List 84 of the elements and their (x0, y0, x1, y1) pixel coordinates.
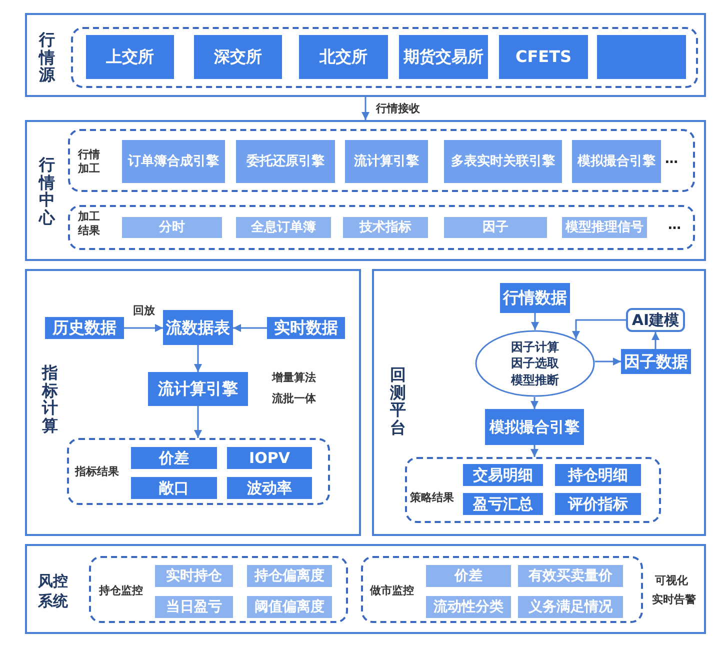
section-title: 行情源 (39, 31, 55, 84)
process-ellipse (475, 330, 595, 397)
source-box: CFETS (499, 35, 588, 79)
group-label: 行情加工 (78, 148, 100, 177)
dashed-group (68, 205, 695, 250)
result-box: 交易明细 (463, 464, 543, 486)
result-box: 模型推理信号 (562, 217, 647, 238)
ellipse-text: 因子计算 (511, 339, 559, 356)
arrow (531, 313, 539, 330)
source-box: 深交所 (194, 35, 282, 79)
arrow (194, 345, 202, 372)
section-title: 风控系统 (38, 572, 68, 611)
group-label: 持仓监控 (99, 583, 143, 599)
monitor-box: 义务满足情况 (518, 596, 623, 618)
monitor-box: 阈值偏离度 (247, 596, 332, 618)
process-box: 因子数据 (621, 349, 691, 374)
result-box: 价差 (131, 447, 217, 469)
ellipsis-text: … (665, 151, 678, 169)
result-box: 分时 (122, 217, 222, 238)
engine-box: 模拟撮合引擎 (572, 140, 661, 183)
dashed-group (67, 438, 330, 505)
section-panel (25, 120, 706, 261)
section-panel (25, 544, 706, 634)
result-box: 持仓明细 (555, 464, 641, 486)
monitor-box: 价差 (426, 565, 511, 587)
dashed-group (71, 27, 698, 88)
side-note: 流批一体 (272, 391, 316, 407)
monitor-box: 流动性分类 (426, 596, 511, 618)
result-box: 波动率 (227, 477, 312, 499)
result-box: 因子 (444, 217, 547, 238)
arrow (362, 97, 370, 120)
result-box: 技术指标 (343, 217, 428, 238)
source-box: 期货交易所 (399, 35, 488, 79)
process-box: 流计算引擎 (148, 372, 248, 406)
monitor-box: 实时持仓 (155, 565, 233, 587)
section-title: 指标计算 (42, 364, 58, 434)
ellipsis-text: … (668, 217, 681, 235)
result-box: 评价指标 (555, 493, 641, 515)
result-box: 全息订单簿 (236, 217, 331, 238)
arrow (530, 397, 538, 409)
source-box (597, 35, 686, 79)
process-box: 模拟撮合引擎 (485, 409, 584, 445)
arrow (530, 445, 538, 457)
result-box: 敞口 (131, 477, 217, 499)
dashed-group (361, 556, 643, 623)
engine-box: 订单簿合成引擎 (122, 140, 225, 183)
arrow (572, 319, 626, 340)
result-box: 盈亏汇总 (463, 493, 543, 515)
dashed-group (89, 556, 348, 623)
section-panel (25, 269, 361, 536)
section-title: 行情中心 (39, 156, 55, 226)
group-label: 加工结果 (78, 210, 100, 239)
section-panel (372, 269, 706, 536)
group-label: 指标结果 (75, 464, 119, 480)
monitor-box: 有效买卖量价 (518, 565, 623, 587)
ellipse-text: 模型推断 (511, 372, 559, 388)
source-box: 北交所 (299, 35, 388, 79)
ellipse-text: 因子选取 (511, 355, 559, 372)
group-label: 做市监控 (370, 583, 414, 599)
section-panel (25, 13, 706, 97)
process-box: 行情数据 (500, 283, 570, 313)
section-title: 回测平台 (390, 366, 406, 436)
arrow (124, 324, 163, 332)
dashed-group (68, 129, 695, 192)
monitor-box: 当日盈亏 (155, 596, 233, 618)
arrow (233, 324, 267, 332)
engine-box: 流计算引擎 (345, 140, 428, 183)
group-label: 可视化 (655, 573, 688, 589)
arrow (194, 406, 202, 438)
source-box: 上交所 (86, 35, 174, 79)
arrow (594, 358, 621, 366)
engine-box: 多表实时关联引擎 (444, 140, 562, 183)
process-box: 实时数据 (267, 317, 345, 339)
process-box: AI建模 (626, 308, 685, 332)
result-box: IOPV (227, 447, 312, 469)
monitor-box: 持仓偏离度 (247, 565, 332, 587)
process-box: 历史数据 (45, 317, 124, 339)
process-box: 流数据表 (163, 310, 233, 345)
engine-box: 委托还原引擎 (236, 140, 335, 183)
group-label: 实时告警 (652, 592, 696, 608)
dashed-group (405, 457, 661, 523)
group-label: 策略结果 (410, 490, 454, 506)
side-note: 增量算法 (272, 370, 316, 386)
arrow (652, 332, 660, 349)
